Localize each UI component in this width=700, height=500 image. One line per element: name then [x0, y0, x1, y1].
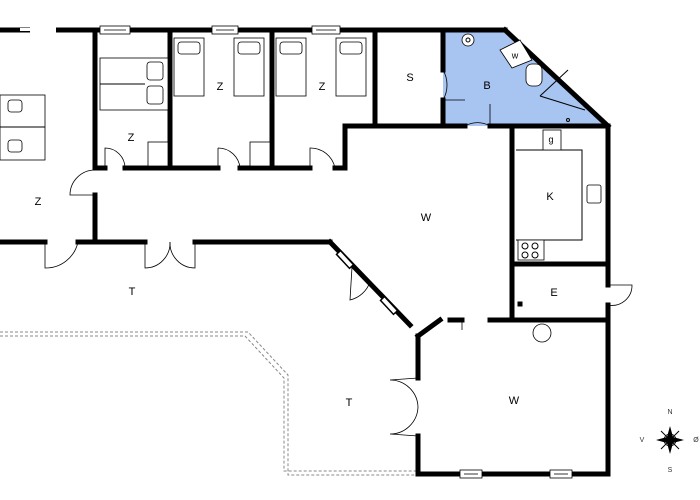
terrace-outline-inner — [0, 335, 418, 472]
compass-v: V — [640, 437, 645, 444]
room-label-k: K — [546, 191, 554, 203]
room-label-w-lower: W — [509, 395, 520, 407]
room-label-t-left: T — [129, 286, 136, 298]
room-label-z-bed4: Z — [319, 81, 326, 93]
room-label-z-bed2: Z — [128, 132, 135, 144]
room-label-w-small: w — [511, 50, 519, 60]
room-label-s: S — [406, 72, 413, 84]
compass-o: Ø — [693, 437, 699, 444]
windows — [20, 25, 573, 479]
room-label-t-lower: T — [346, 397, 353, 409]
terrace-outline — [0, 331, 418, 476]
room-label-w-living: W — [421, 212, 432, 224]
room-label-g: g — [548, 134, 553, 144]
doors — [44, 69, 633, 437]
room-label-z-entry: Z — [35, 196, 42, 208]
compass-n: N — [667, 409, 672, 416]
compass-s: S — [668, 467, 673, 474]
room-labels: Z Z Z Z S B w g K W E W T T — [35, 50, 558, 409]
walls — [0, 26, 612, 477]
bathroom-area — [443, 30, 606, 126]
room-label-e: E — [550, 287, 557, 299]
furniture — [0, 33, 602, 343]
room-label-z-bed3: Z — [217, 81, 224, 93]
room-label-b: B — [483, 80, 490, 92]
compass-icon: N S V Ø — [640, 409, 700, 474]
